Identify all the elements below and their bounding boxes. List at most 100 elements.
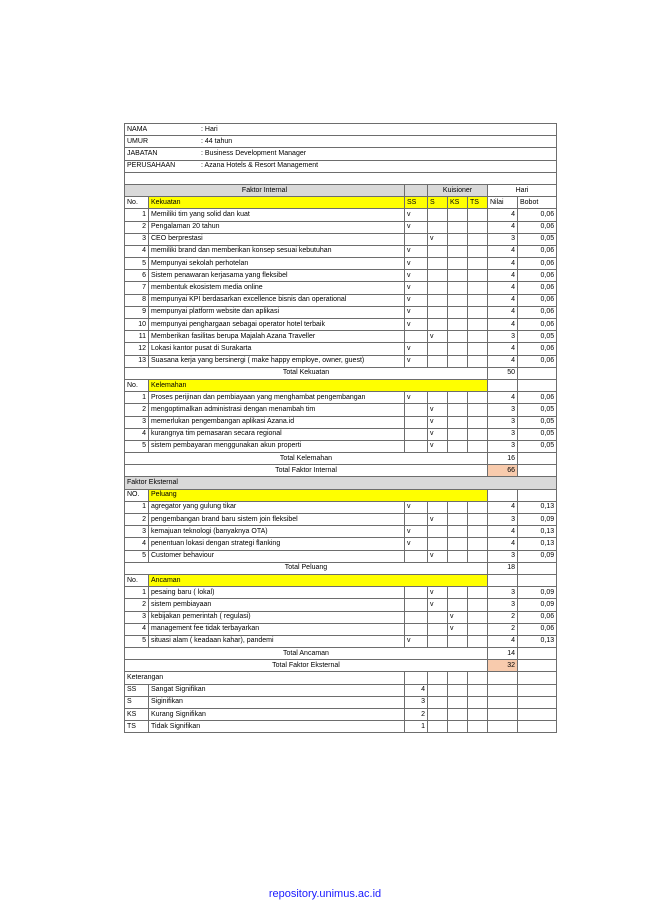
total-faktor-eksternal-label: Total Faktor Eksternal bbox=[124, 659, 488, 673]
mark-ss bbox=[404, 330, 428, 344]
nilai-value: 3 bbox=[487, 512, 518, 527]
mark-ts bbox=[467, 598, 488, 612]
profile-value: : 44 tahun bbox=[201, 137, 233, 145]
repository-footer[interactable]: repository.unimus.ac.id bbox=[268, 888, 382, 900]
empty-cell bbox=[447, 707, 468, 722]
bobot-value: 0,06 bbox=[516, 281, 558, 295]
item-text: memiliki brand dan memberikan konsep ses… bbox=[148, 244, 405, 259]
check-mark: v bbox=[447, 622, 468, 636]
empty-cell bbox=[516, 452, 558, 466]
mark-ks bbox=[447, 293, 468, 307]
mark-ss bbox=[404, 598, 428, 612]
item-text: CEO berprestasi bbox=[148, 232, 405, 246]
section-label: Ancaman bbox=[148, 573, 488, 588]
item-number: 2 bbox=[124, 512, 149, 527]
empty-cell bbox=[467, 707, 488, 722]
check-mark: v bbox=[427, 586, 448, 600]
mark-ts bbox=[467, 220, 488, 234]
mark-s bbox=[427, 354, 448, 368]
mark-s bbox=[427, 622, 448, 636]
total-ancaman-label: Total Ancaman bbox=[124, 647, 488, 661]
mark-s bbox=[427, 244, 448, 259]
mark-ts bbox=[467, 622, 488, 636]
item-number: 1 bbox=[124, 586, 149, 600]
check-mark: v bbox=[404, 391, 428, 405]
mark-ss bbox=[404, 415, 428, 429]
check-mark: v bbox=[404, 281, 428, 295]
check-mark: v bbox=[404, 317, 428, 332]
mark-ts bbox=[467, 403, 488, 417]
check-mark: v bbox=[427, 415, 448, 429]
bobot-value: 0,09 bbox=[516, 512, 558, 527]
check-mark: v bbox=[427, 232, 448, 246]
mark-s bbox=[427, 293, 448, 307]
item-number: 3 bbox=[124, 610, 149, 624]
item-number: 1 bbox=[124, 208, 149, 222]
nilai-heading: Nilai bbox=[487, 196, 518, 210]
empty-cell bbox=[487, 683, 518, 697]
profile-label: NAMA bbox=[127, 125, 148, 133]
mark-ks bbox=[447, 281, 468, 295]
bobot-value: 0,13 bbox=[516, 525, 558, 539]
check-mark: v bbox=[404, 208, 428, 222]
empty-cell bbox=[427, 720, 448, 734]
mark-ts bbox=[467, 330, 488, 344]
nilai-value: 4 bbox=[487, 208, 518, 222]
item-text: kurangnya tim pemasaran secara regional bbox=[148, 427, 405, 441]
bobot-value: 0,06 bbox=[516, 305, 558, 320]
spacer-cell bbox=[123, 171, 558, 185]
mark-ts bbox=[467, 317, 488, 332]
bobot-value: 0,09 bbox=[516, 549, 558, 563]
mark-ks bbox=[447, 549, 468, 563]
item-text: penentuan lokasi dengan strategi flankin… bbox=[148, 537, 405, 551]
check-mark: v bbox=[404, 525, 428, 539]
bobot-value: 0,13 bbox=[516, 634, 558, 649]
section-no: NO. bbox=[124, 488, 149, 502]
nilai-value: 4 bbox=[487, 269, 518, 283]
mark-ss bbox=[404, 549, 428, 563]
bobot-value: 0,06 bbox=[516, 269, 558, 283]
item-text: mempunyai KPI berdasarkan excellence bis… bbox=[148, 293, 405, 307]
profile-label: UMUR bbox=[127, 137, 148, 145]
kelemahan_header-row: No.Kelemahan bbox=[124, 378, 558, 393]
section-label: Kelemahan bbox=[148, 378, 488, 393]
mark-ks bbox=[447, 330, 468, 344]
mark-ks bbox=[447, 500, 468, 515]
item-text: management fee tidak terbayarkan bbox=[148, 622, 405, 636]
check-mark: v bbox=[404, 537, 428, 551]
check-mark: v bbox=[427, 403, 448, 417]
profile-row: NAMA: Hari bbox=[123, 122, 558, 137]
profile-cell: PERUSAHAAN: Azana Hotels & Resort Manage… bbox=[123, 159, 558, 173]
empty-cell bbox=[516, 707, 558, 722]
empty-cell bbox=[447, 683, 468, 697]
check-mark: v bbox=[427, 549, 448, 563]
nilai-value: 2 bbox=[487, 610, 518, 624]
bobot-value: 0,09 bbox=[516, 598, 558, 612]
profile-value: : Business Development Manager bbox=[201, 149, 307, 157]
empty-cell bbox=[404, 671, 428, 685]
check-mark: v bbox=[427, 512, 448, 527]
bobot-value: 0,05 bbox=[516, 439, 558, 454]
item-text: sistem pembiayaan bbox=[148, 598, 405, 612]
mark-s bbox=[427, 281, 448, 295]
item-number: 4 bbox=[124, 244, 149, 259]
faktor-eksternal-row: Faktor Eksternal bbox=[123, 476, 558, 490]
item-text: mengoptimalkan administrasi dengan menam… bbox=[148, 403, 405, 417]
profile-label: JABATAN bbox=[127, 149, 158, 157]
mark-ts bbox=[467, 354, 488, 368]
mark-s bbox=[427, 500, 448, 515]
check-mark: v bbox=[427, 598, 448, 612]
